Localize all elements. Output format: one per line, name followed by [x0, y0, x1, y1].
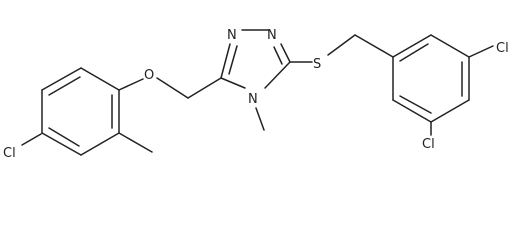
bond	[156, 77, 189, 99]
bond	[392, 34, 432, 58]
bond	[273, 46, 283, 65]
bond	[80, 67, 120, 91]
bond	[468, 45, 494, 58]
atom-cl-meta: Cl	[422, 137, 435, 152]
bond	[48, 76, 81, 96]
atom-n-methyl: N	[248, 92, 258, 107]
bond	[118, 78, 144, 91]
bond	[48, 127, 80, 147]
bond	[118, 132, 153, 153]
bond	[399, 95, 432, 114]
bond	[430, 34, 470, 58]
bond	[430, 99, 470, 123]
atom-n-top-left: N	[227, 28, 237, 43]
atom-s-thio: S	[313, 57, 321, 72]
bond	[41, 132, 82, 156]
atom-cl-para: Cl	[496, 41, 509, 56]
bond	[21, 133, 42, 146]
bond	[264, 61, 291, 89]
bond	[80, 132, 120, 156]
bond	[41, 67, 82, 91]
bond	[280, 43, 291, 63]
bond	[187, 77, 222, 99]
bond	[327, 34, 356, 56]
bond	[399, 43, 429, 62]
bond	[255, 107, 265, 131]
molecule-structure: Cl O N N N S Cl Cl	[3, 28, 509, 161]
atom-o-ether: O	[144, 68, 154, 83]
bond	[354, 34, 394, 58]
bond	[220, 43, 231, 79]
bond	[220, 77, 246, 89]
bond	[228, 45, 238, 75]
atom-labels: Cl O N N N S Cl Cl	[3, 28, 509, 161]
bond	[392, 99, 432, 123]
atom-n-top-right: N	[267, 28, 277, 43]
atom-cl-left: Cl	[3, 146, 16, 161]
bonds	[21, 29, 494, 156]
